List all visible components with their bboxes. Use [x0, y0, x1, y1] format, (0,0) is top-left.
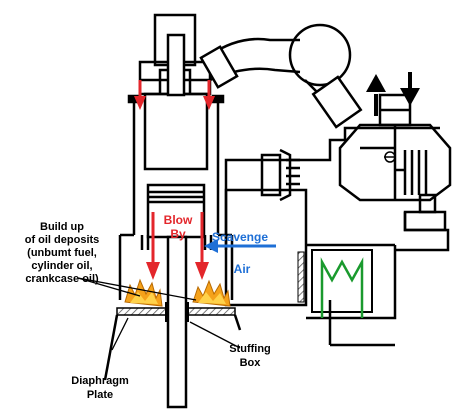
deposits-label-line5: crankcase oil)	[25, 273, 99, 285]
turbine-icon	[384, 151, 396, 163]
auxiliary-blower	[260, 148, 300, 202]
deposits-label-line2: of oil deposits	[25, 234, 100, 246]
plate-label: Plate	[87, 389, 113, 401]
labels: Build up of oil deposits (unbumt fuel, c…	[25, 213, 271, 401]
blowby-arrow-top-left	[134, 80, 146, 110]
deposits-label-line3: (unbumt fuel,	[27, 247, 97, 259]
box-label: Box	[240, 357, 262, 369]
diaphragm-plate	[103, 307, 242, 381]
deposits-label-line4: cylinder oil,	[31, 260, 92, 272]
exhaust-receiver	[199, 23, 363, 129]
stuffing-label: Stuffing	[229, 343, 271, 355]
by-label: By	[170, 227, 186, 241]
leader-lines	[77, 277, 241, 351]
air-label: Air	[234, 262, 251, 276]
piston-rod	[166, 235, 188, 409]
turbocharger	[338, 93, 452, 202]
diaphragm-label: Diaphragm	[71, 375, 129, 387]
exhaust-arrow-icon	[366, 74, 386, 116]
scavenge-label: Scavenge	[212, 230, 268, 244]
blowby-arrow-right	[195, 212, 209, 280]
blow-label: Blow	[164, 213, 193, 227]
blowby-arrow-top-right	[203, 80, 215, 110]
flame-icon	[192, 279, 231, 307]
piston	[146, 183, 206, 239]
scavenge-arrow	[204, 239, 276, 253]
deposits-label-line1: Build up	[40, 221, 84, 233]
cylinder-cover	[127, 13, 225, 190]
air-cooler	[297, 249, 373, 318]
blowby-arrow-left	[146, 212, 160, 280]
flow-arrow-icon	[400, 72, 420, 106]
stuffing-box	[165, 302, 189, 322]
